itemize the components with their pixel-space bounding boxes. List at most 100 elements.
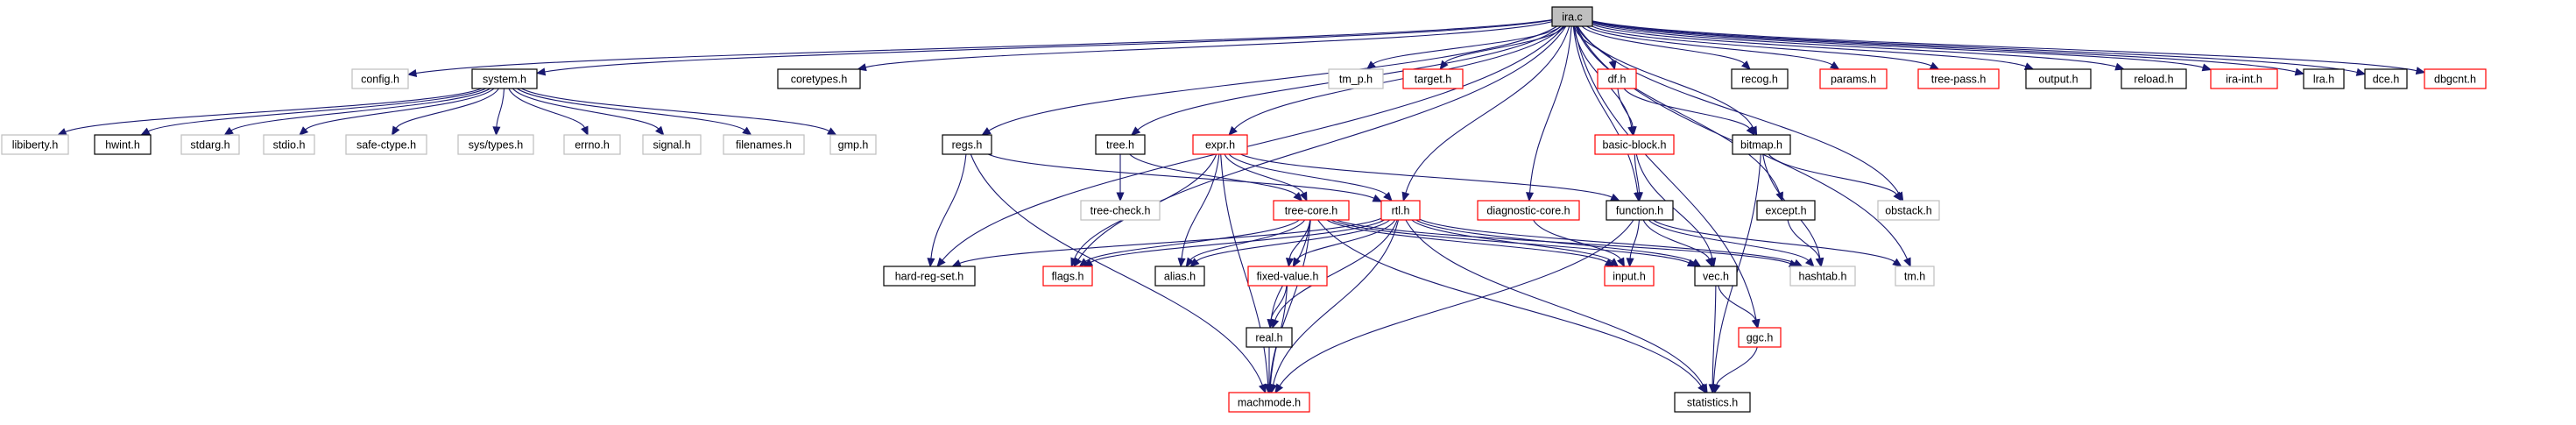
node-label: vec.h (1703, 270, 1729, 282)
node-tree-h[interactable]: tree.h (1095, 134, 1146, 155)
node-machmode-h[interactable]: machmode.h (1228, 392, 1310, 413)
edge-line (1196, 219, 1391, 262)
node-label: coretypes.h (791, 73, 848, 85)
edge-line (1591, 20, 2358, 74)
node-lra-h[interactable]: lra.h (2303, 68, 2345, 89)
node-df-h[interactable]: df.h (1597, 68, 1637, 89)
edge-line (1642, 219, 1711, 259)
edge-line (930, 153, 967, 259)
node-box (1606, 200, 1674, 221)
node-tree-core-h[interactable]: tree-core.h (1273, 200, 1350, 221)
arrowhead-icon (140, 127, 151, 136)
edge-line (512, 88, 660, 130)
node-expr-h[interactable]: expr.h (1192, 134, 1248, 155)
node-box (1, 134, 69, 155)
node-real-h[interactable]: real.h (1246, 327, 1293, 348)
arrowhead-icon (223, 126, 234, 136)
node-params-h[interactable]: params.h (1819, 68, 1888, 89)
node-regs-h[interactable]: regs.h (942, 134, 992, 155)
edge-ira-c-to-hard-reg-set-h (936, 25, 1565, 267)
node-box (1732, 134, 1791, 155)
node-label: expr.h (1205, 138, 1235, 151)
arrowhead-icon (1116, 192, 1125, 202)
edge-ira-c-to-expr-h (1228, 25, 1564, 136)
node-target-h[interactable]: target.h (1402, 68, 1464, 89)
node-box (345, 134, 427, 155)
edge-df-h-to-basic-block-h (1617, 88, 1637, 137)
edge-line (1272, 219, 1400, 386)
node-hard-reg-set-h[interactable]: hard-reg-set.h (883, 266, 976, 287)
edge-line (415, 19, 1553, 74)
node-recog-h[interactable]: recog.h (1731, 68, 1789, 89)
edge-line (1224, 153, 1304, 195)
edge-line (1317, 219, 1702, 386)
node-box (2364, 68, 2408, 89)
arrowhead-icon (827, 127, 837, 136)
node-hwint-h[interactable]: hwint.h (94, 134, 152, 155)
node-label: tree-core.h (1285, 204, 1337, 216)
node-diagnostic-core-h[interactable]: diagnostic-core.h (1477, 200, 1580, 221)
node-dce-h[interactable]: dce.h (2364, 68, 2408, 89)
node-system-h[interactable]: system.h (471, 68, 538, 89)
edge-line (1591, 21, 2204, 68)
node-function-h[interactable]: function.h (1606, 200, 1674, 221)
edge-ira-c-to-flags-h (1073, 25, 1567, 268)
node-alias-h[interactable]: alias.h (1154, 266, 1205, 287)
edge-line (959, 217, 1382, 265)
edge-vec-h-to-ggc-h (1718, 285, 1760, 329)
node-label: input.h (1613, 270, 1646, 282)
node-flags-h[interactable]: flags.h (1042, 266, 1093, 287)
node-rtl-h[interactable]: rtl.h (1380, 200, 1421, 221)
edge-line (1528, 25, 1572, 194)
node-label: config.h (361, 73, 399, 85)
node-vec-h[interactable]: vec.h (1694, 266, 1738, 287)
node-coretypes-h[interactable]: coretypes.h (777, 68, 861, 89)
node-box (1328, 68, 1384, 89)
arrowhead-icon (535, 67, 547, 76)
edge-line (1419, 218, 1796, 264)
edge-function-h-to-input-h (1626, 219, 1640, 268)
node-label: df.h (1608, 73, 1627, 85)
arrowhead-icon (1626, 258, 1634, 268)
node-output-h[interactable]: output.h (2025, 68, 2092, 89)
node-statistics-h[interactable]: statistics.h (1674, 392, 1751, 413)
arrowhead-icon (2023, 62, 2035, 70)
edge-rtl-h-to-machmode-h (1269, 219, 1400, 394)
edge-rtl-h-to-hard-reg-set-h (951, 217, 1382, 267)
node-box (723, 134, 805, 155)
arrowhead-icon (927, 258, 935, 268)
edge-rtl-h-to-flags-h (1083, 219, 1385, 267)
node-box (1917, 68, 2000, 89)
node-tree-pass-h[interactable]: tree-pass.h (1917, 68, 2000, 89)
edge-tree-h-to-tree-core-h (1129, 153, 1303, 202)
node-fixed-value-h[interactable]: fixed-value.h (1247, 266, 1328, 287)
node-ira-int-h[interactable]: ira-int.h (2210, 68, 2278, 89)
edge-ira-c-to-diagnostic-core-h (1526, 25, 1572, 202)
node-input-h[interactable]: input.h (1604, 266, 1655, 287)
arrowhead-icon (951, 259, 962, 267)
node-bitmap-h[interactable]: bitmap.h (1732, 134, 1791, 155)
edge-line (1085, 219, 1300, 262)
node-box (1789, 266, 1856, 287)
node-label: errno.h (575, 138, 610, 151)
node-obstack-h: obstack.h (1877, 200, 1940, 221)
node-box (883, 266, 976, 287)
arrowhead-icon (742, 126, 752, 136)
node-ggc-h[interactable]: ggc.h (1738, 327, 1782, 348)
node-dbgcnt-h[interactable]: dbgcnt.h (2424, 68, 2487, 89)
edge-line (1270, 285, 1288, 321)
node-box (1246, 327, 1293, 348)
node-reload-h[interactable]: reload.h (2121, 68, 2187, 89)
node-box (829, 134, 877, 155)
node-except-h[interactable]: except.h (1756, 200, 1816, 221)
node-label: diagnostic-core.h (1486, 204, 1570, 216)
edge-ira-c-to-regs-h (981, 25, 1557, 136)
edge-line (1718, 285, 1756, 321)
edge-ira-c-to-lra-h (1591, 21, 2305, 76)
node-ira-c[interactable]: ira.c (1551, 6, 1593, 27)
edge-system-h-to-sys-types-h (492, 88, 505, 137)
node-box (1154, 266, 1205, 287)
node-basic-block-h[interactable]: basic-block.h (1594, 134, 1675, 155)
edge-line (1405, 219, 1704, 386)
arrowhead-icon (1741, 60, 1751, 70)
